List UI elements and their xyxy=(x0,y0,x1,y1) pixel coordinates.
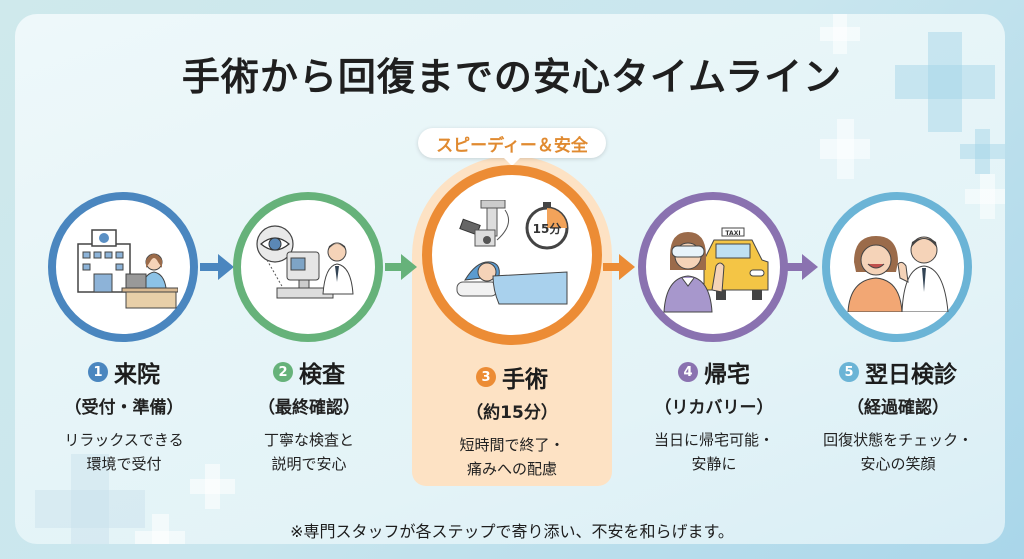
hospital-reception-icon xyxy=(77,229,178,309)
step-4-text: 4 帰宅 （リカバリー） 当日に帰宅可能・ 安静に xyxy=(614,355,814,476)
step-2-text: 2 検査 （最終確認） 丁寧な検査と 説明で安心 xyxy=(209,355,409,476)
step-5-number-badge: 5 xyxy=(839,362,859,382)
step-2-desc-line-2: 説明で安心 xyxy=(271,455,347,473)
step-1-number-badge: 1 xyxy=(88,362,108,382)
arrow-icon xyxy=(603,254,635,280)
step-2-desc-line-1: 丁寧な検査と xyxy=(263,431,354,449)
step-4-circle: TAXI xyxy=(638,192,788,342)
step-1-text: 1 来院 （受付・準備） リラックスできる 環境で受付 xyxy=(24,355,224,476)
step-3-subtitle: （約15分） xyxy=(466,403,558,423)
arrow-icon xyxy=(784,254,818,280)
step-5-desc-line-2: 安心の笑顔 xyxy=(860,455,936,473)
step-4-subtitle: （リカバリー） xyxy=(654,398,774,418)
step-3-circle: 15分 xyxy=(422,165,602,345)
step-1-desc-line-1: リラックスできる xyxy=(64,431,184,449)
step-4-number-badge: 4 xyxy=(678,362,698,382)
step-1-desc-line-2: 環境で受付 xyxy=(86,455,162,473)
timer-label: 15分 xyxy=(533,221,562,236)
step-5-subtitle: （経過確認） xyxy=(847,398,949,418)
arrow-icon xyxy=(385,254,417,280)
taxi-sign-label: TAXI xyxy=(725,230,740,237)
step-2-title: 検査 xyxy=(299,362,345,388)
step-2-number-badge: 2 xyxy=(273,362,293,382)
step-1-subtitle: （受付・準備） xyxy=(64,398,184,418)
cross-decoration-icon xyxy=(135,514,185,544)
step-4-description: 当日に帰宅可能・ 安静に xyxy=(614,428,814,476)
step-4-title: 帰宅 xyxy=(704,362,750,388)
cross-decoration-icon xyxy=(35,454,145,544)
step-2-description: 丁寧な検査と 説明で安心 xyxy=(209,428,409,476)
cross-decoration-icon xyxy=(895,32,995,132)
step-3-desc-line-1: 短時間で終了・ xyxy=(459,436,565,454)
step-3-desc-line-2: 痛みへの配慮 xyxy=(466,460,557,478)
cross-decoration-icon xyxy=(960,129,1005,174)
step-3-number-badge: 3 xyxy=(476,367,496,387)
step-3-description: 短時間で終了・ 痛みへの配慮 xyxy=(412,433,612,481)
surgery-microscope-icon: 15分 xyxy=(456,200,569,305)
cross-decoration-icon xyxy=(820,119,870,179)
followup-checkup-icon xyxy=(846,236,949,312)
step-1-title: 来院 xyxy=(114,362,160,388)
step-1-circle xyxy=(48,192,198,342)
arrow-icon xyxy=(200,254,234,280)
cross-decoration-icon xyxy=(965,174,1005,219)
taxi-home-icon: TAXI xyxy=(662,227,768,312)
step-4-desc-line-2: 安静に xyxy=(691,455,737,473)
footnote: ※専門スタッフが各ステップで寄り添い、不安を和らげます。 xyxy=(290,522,734,541)
step-4-desc-line-1: 当日に帰宅可能・ xyxy=(653,431,774,449)
step-5-description: 回復状態をチェック・ 安心の笑顔 xyxy=(798,428,998,476)
step-3-title: 手術 xyxy=(502,367,548,393)
cross-decoration-icon xyxy=(820,14,860,54)
step-1-description: リラックスできる 環境で受付 xyxy=(24,428,224,476)
step-5-text: 5 翌日検診 （経過確認） 回復状態をチェック・ 安心の笑顔 xyxy=(798,355,998,476)
step-3-text: 3 手術 （約15分） 短時間で終了・ 痛みへの配慮 xyxy=(412,360,612,481)
step-5-circle xyxy=(822,192,972,342)
cross-decoration-icon xyxy=(190,464,235,509)
highlight-badge: スピーディー＆安全 xyxy=(418,128,606,166)
page-title: 手術から回復までの安心タイムライン xyxy=(181,55,843,99)
step-2-circle xyxy=(233,192,383,342)
eye-exam-icon xyxy=(256,225,354,299)
step-5-desc-line-1: 回復状態をチェック・ xyxy=(823,431,973,449)
step-5-title: 翌日検診 xyxy=(865,362,957,388)
step-2-subtitle: （最終確認） xyxy=(258,398,360,418)
